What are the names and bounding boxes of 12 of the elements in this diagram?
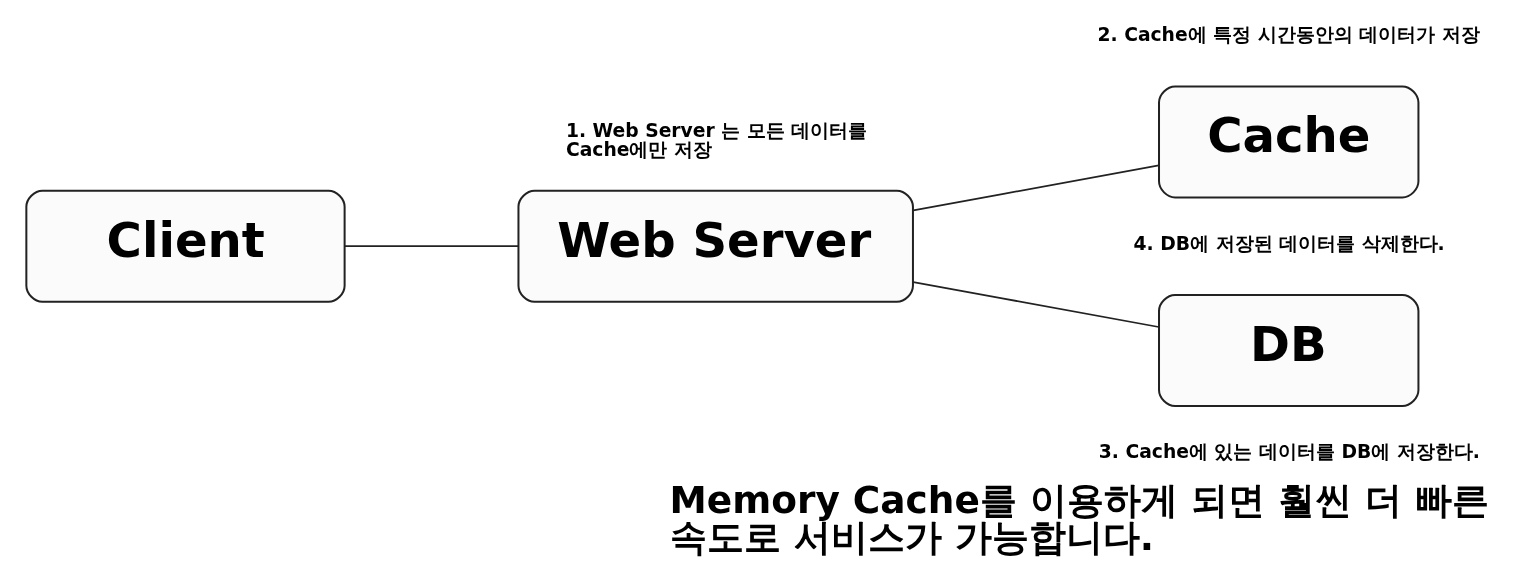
label: 3. Cache에 있는 데이터를 DB에 저장한다. [1098,441,1480,463]
caption: Memory Cache를 이용하게 되면 훨씬 더 빠른 속도로 서비스가 가능합니다. [669,477,1489,560]
label: 1. Web Server 는 모든 데이터를 Cache에만 저장 [565,119,867,160]
connector [911,281,1160,328]
node-box: Cache [1157,85,1419,199]
node-box: Client [24,189,346,303]
label: 2. Cache에 특정 시간동안의 데이터가 저장 [1097,24,1480,46]
node-box: Web Server [516,189,914,303]
connector [911,164,1160,212]
node-box: DB [1157,294,1419,407]
label: 4. DB에 저장된 데이터를 삭제한다. [1133,232,1445,254]
connector [343,245,519,248]
